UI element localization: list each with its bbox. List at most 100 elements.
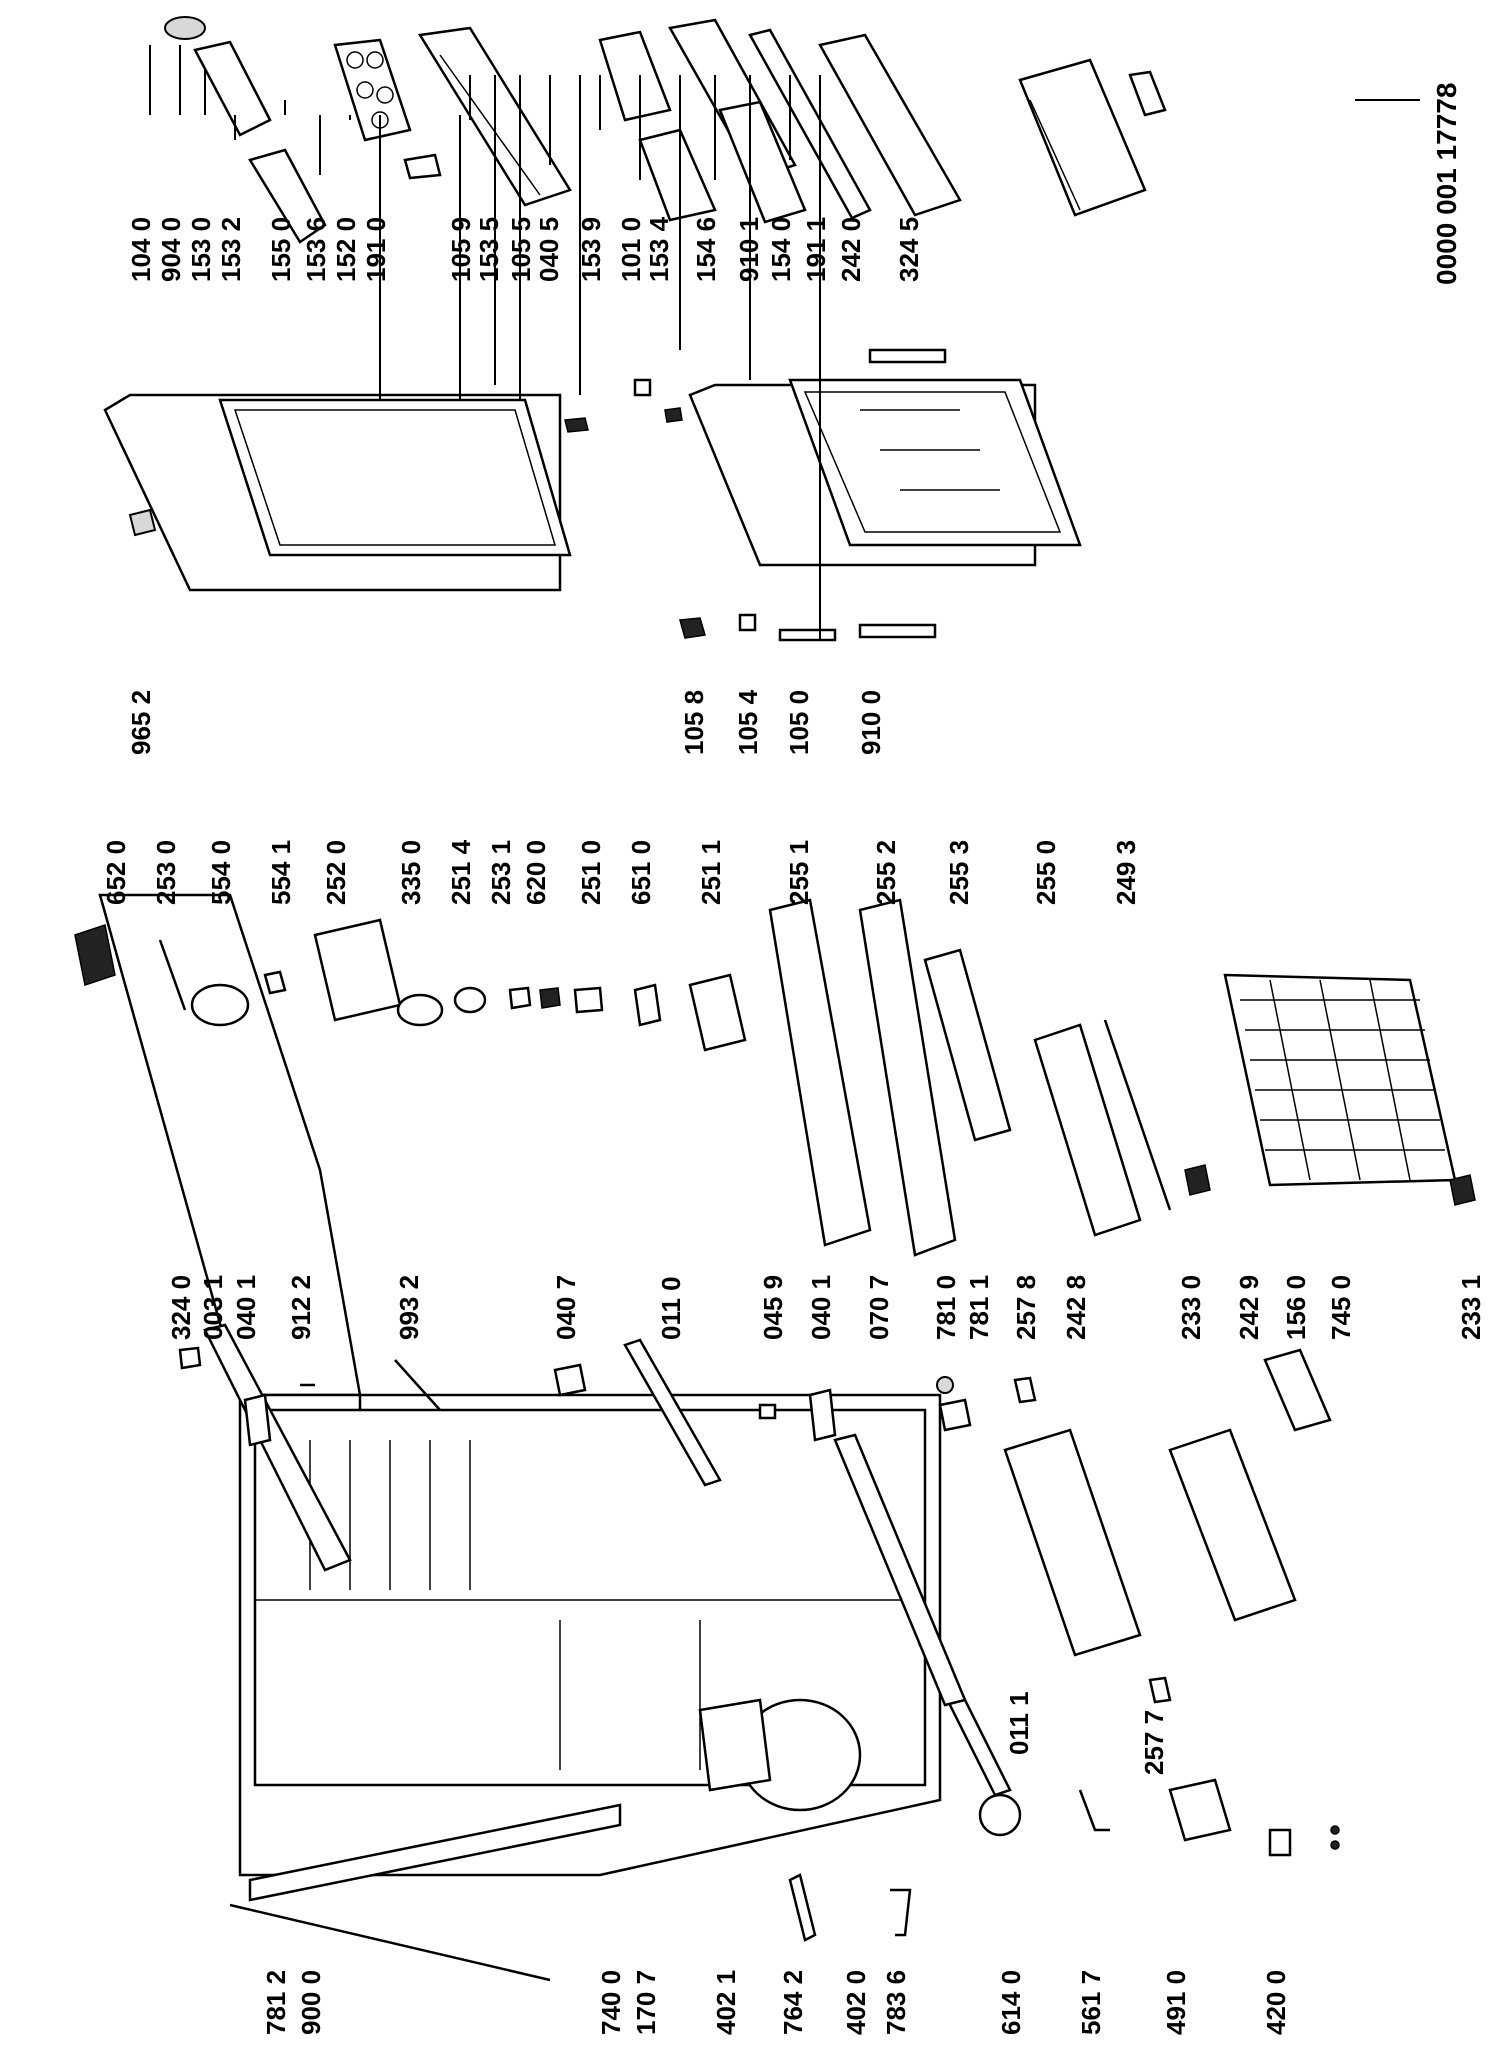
- label-249-3: 249 3: [1111, 840, 1141, 905]
- label-491-0: 491 0: [1161, 1970, 1191, 2035]
- part-105-9-block: [564, 417, 589, 433]
- label-324-5: 324 5: [894, 217, 924, 282]
- part-255-3-glass-shelf: [923, 948, 1012, 1142]
- part-420-0-capacitor: [1268, 1828, 1292, 1857]
- label-040-5: 040 5: [534, 217, 564, 282]
- part-040-1a-hinge: [243, 1393, 272, 1447]
- part-153-2-egg-tray: [248, 148, 327, 244]
- part-illustrations: [74, 16, 1476, 1982]
- part-745-0-wire-baskets: [1223, 973, 1457, 1187]
- part-233-0-foot: [1184, 1164, 1211, 1196]
- label-155-0: 155 0: [266, 217, 296, 282]
- part-554-1-part: [263, 970, 287, 995]
- part-402-0-compressor-mount: [698, 1698, 772, 1792]
- label-781-2: 781 2: [261, 1970, 291, 2035]
- label-904-0: 904 0: [156, 217, 186, 282]
- part-965-2-hinge-cap: [128, 508, 157, 537]
- part-242-8-crisper: [1003, 1428, 1142, 1657]
- label-153-9: 153 9: [576, 217, 606, 282]
- part-324-0-part: [178, 1346, 202, 1370]
- part-764-2-dryer: [788, 1873, 817, 1942]
- label-105-0: 105 0: [784, 690, 814, 755]
- label-255-1: 255 1: [784, 840, 814, 905]
- part-561-7-part: [1078, 1789, 1110, 1832]
- label-554-0: 554 0: [206, 840, 236, 905]
- part-614-0-relay: [978, 1793, 1022, 1837]
- label-255-0: 255 0: [1031, 840, 1061, 905]
- part-255-0-glass-shelf: [1033, 1023, 1142, 1237]
- label-153-2: 153 2: [216, 217, 246, 282]
- label-252-0: 252 0: [321, 840, 351, 905]
- part-251-0-part: [573, 986, 604, 1014]
- part-253-0-part: [158, 939, 187, 1011]
- part-253-1-part: [508, 986, 532, 1010]
- label-783-6: 783 6: [881, 1970, 911, 2035]
- part-242-0-freezer-drawer: [1018, 58, 1147, 217]
- part-labels: 104 0 904 0 153 0 153 2 155 0 153 6 152 …: [101, 83, 1486, 2035]
- part-105-8-hinge: [679, 617, 706, 639]
- label-242-8: 242 8: [1061, 1275, 1091, 1340]
- part-257-7-part: [1148, 1676, 1172, 1704]
- label-900-0: 900 0: [296, 1970, 326, 2035]
- part-255-2-glass-shelf: [858, 898, 957, 1257]
- label-191-0: 191 0: [361, 217, 391, 282]
- label-003-1: 003 1: [198, 1275, 228, 1340]
- part-242-9-crisper: [1168, 1428, 1297, 1622]
- part-040-1b-hinge: [808, 1388, 837, 1442]
- label-781-1: 781 1: [964, 1275, 994, 1340]
- label-154-0: 154 0: [766, 217, 796, 282]
- part-781-2-drain-tube: [229, 1903, 551, 1982]
- label-253-1: 253 1: [486, 840, 516, 905]
- label-101-0: 101 0: [616, 217, 646, 282]
- label-910-1: 910 1: [734, 217, 764, 282]
- label-040-1a: 040 1: [231, 1275, 261, 1340]
- label-402-0: 402 0: [841, 1970, 871, 2035]
- label-402-1: 402 1: [711, 1970, 741, 2035]
- label-781-0: 781 0: [931, 1275, 961, 1340]
- label-257-8: 257 8: [1011, 1275, 1041, 1340]
- part-153-0-egg-tray: [193, 40, 272, 137]
- part-003-1-top-cover: [203, 1323, 352, 1572]
- label-105-5: 105 5: [506, 217, 536, 282]
- label-324-0: 324 0: [166, 1275, 196, 1340]
- label-105-8: 105 8: [679, 690, 709, 755]
- label-255-3: 255 3: [944, 840, 974, 905]
- part-491-0-cover: [1168, 1778, 1232, 1842]
- part-993-2-part: [394, 1359, 441, 1411]
- label-011-0: 011 0: [656, 1276, 686, 1340]
- label-745-0: 745 0: [1326, 1275, 1356, 1340]
- part-251-1-light-housing: [688, 973, 747, 1052]
- label-251-1: 251 1: [696, 840, 726, 905]
- label-242-0: 242 0: [836, 217, 866, 282]
- part-335-0-knob: [396, 993, 444, 1027]
- part-011-0-channel: [623, 1338, 722, 1487]
- part-154-6-bottle-rail: [748, 28, 872, 220]
- label-614-0: 614 0: [996, 1970, 1026, 2035]
- label-561-7: 561 7: [1076, 1970, 1106, 2035]
- label-251-0: 251 0: [576, 840, 606, 905]
- part-191-0-fridge-door-gasket: [218, 398, 572, 557]
- part-620-0-part: [539, 987, 561, 1009]
- label-251-4: 251 4: [446, 839, 476, 905]
- label-070-7: 070 7: [864, 1275, 894, 1340]
- part-105-0-part: [778, 628, 837, 642]
- part-153-9-bin: [638, 128, 717, 222]
- label-233-0: 233 0: [1176, 1275, 1206, 1340]
- label-153-0: 153 0: [186, 217, 216, 282]
- label-255-2: 255 2: [871, 840, 901, 905]
- label-764-2: 764 2: [778, 1970, 808, 2035]
- label-045-9: 045 9: [758, 1275, 788, 1340]
- label-420-0: 420 0: [1261, 1970, 1291, 2035]
- part-904-0-disc: [164, 16, 206, 40]
- label-554-1: 554 1: [266, 840, 296, 905]
- part-156-0-part: [1263, 1348, 1332, 1432]
- label-153-6: 153 6: [301, 217, 331, 282]
- label-740-0: 740 0: [596, 1970, 626, 2035]
- part-781-1-part: [938, 1398, 972, 1432]
- part-070-7-part: [833, 1433, 967, 1707]
- label-965-2: 965 2: [126, 690, 156, 755]
- part-040-7-part: [553, 1363, 587, 1397]
- label-156-0: 156 0: [1281, 1275, 1311, 1340]
- leader-lines: [149, 45, 1420, 640]
- label-153-4: 153 4: [644, 216, 674, 282]
